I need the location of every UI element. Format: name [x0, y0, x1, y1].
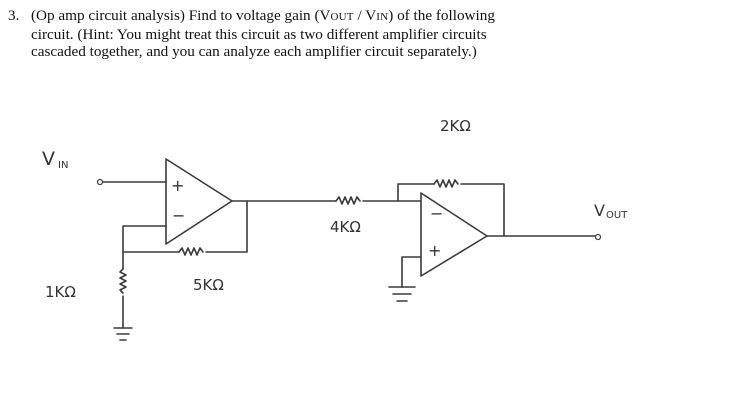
problem-line-3: cascaded together, and you can analyze e… [31, 43, 477, 60]
vout-label-sub: OUT [606, 210, 628, 221]
vin-subscript-text: IN [376, 11, 389, 23]
r-feedback-1-label: 5KΩ [193, 276, 224, 294]
vout-terminal [594, 233, 602, 241]
r-feedback-2-resistor [433, 179, 459, 188]
r-ground-resistor [119, 268, 127, 294]
problem-text: (Op amp circuit analysis) Find to voltag… [31, 7, 720, 60]
opamp-1-inverting-wire [122, 225, 167, 270]
problem-line-1-a: (Op amp circuit analysis) Find to voltag… [31, 7, 331, 24]
feedback-2-right-wire [460, 183, 505, 237]
r-input-2-resistor [335, 196, 361, 205]
opamp-2-minus: − [430, 204, 443, 223]
opamp-2-noninverting-wire [401, 256, 422, 288]
opamp-1-plus: + [171, 176, 184, 195]
feedback-2-left-wire [397, 183, 435, 202]
problem-number: 3. [8, 7, 20, 24]
opamp-2-plus: + [428, 241, 441, 260]
ground-symbol-2 [388, 286, 416, 302]
vin-terminal [96, 178, 104, 186]
problem-statement: 3. (Op amp circuit analysis) Find to vol… [8, 7, 720, 60]
vin-label-sub: IN [58, 160, 68, 171]
opamp-1-minus: − [172, 206, 185, 225]
r-ground-label: 1KΩ [45, 283, 76, 301]
ground-symbol-1 [113, 327, 133, 341]
r-feedback-1-resistor [178, 247, 204, 256]
problem-line-1-b: ) of the following [388, 7, 495, 24]
r-input-2-label: 4KΩ [330, 218, 361, 236]
problem-line-1-sep: / V [353, 7, 377, 24]
opamp-1 [165, 158, 233, 245]
vout-subscript-text: OUT [330, 11, 354, 23]
vout-label: V [594, 201, 605, 220]
feedback-1-right-wire [205, 200, 248, 253]
problem-line-1: (Op amp circuit analysis) Find to voltag… [31, 7, 720, 26]
r-feedback-2-label: 2KΩ [440, 117, 471, 135]
problem-line-2: circuit. (Hint: You might treat this cir… [31, 26, 487, 43]
vin-label: V [42, 148, 55, 170]
opamp-2 [420, 192, 488, 277]
